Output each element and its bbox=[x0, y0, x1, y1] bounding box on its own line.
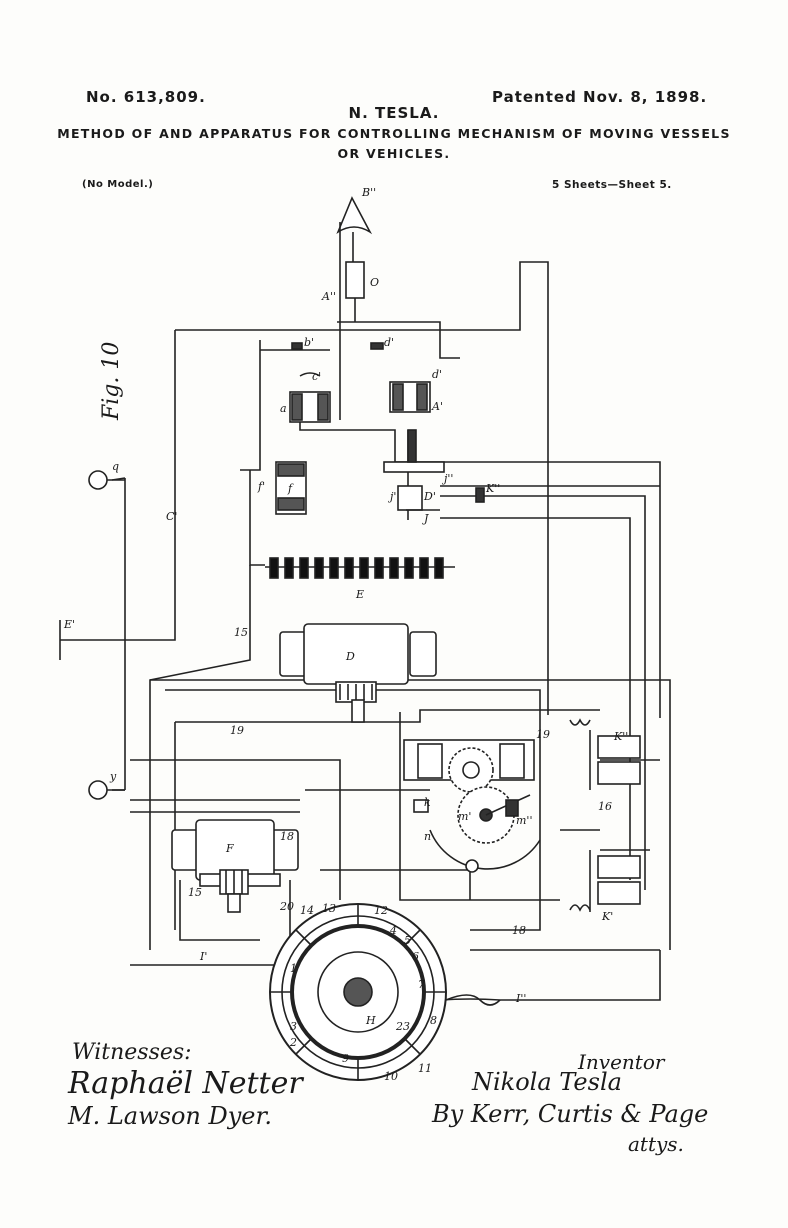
patent-date: Patented Nov. 8, 1898. bbox=[492, 88, 708, 106]
title-line-2: OR VEHICLES. bbox=[337, 146, 451, 161]
key-k2 bbox=[475, 487, 485, 503]
label-d: D bbox=[345, 650, 355, 663]
switch-j bbox=[383, 429, 445, 511]
label-9: 9 bbox=[342, 1052, 349, 1065]
label-e1: E' bbox=[63, 618, 75, 631]
label-k: k bbox=[424, 796, 431, 809]
label-3: 3 bbox=[290, 1020, 297, 1033]
label-11: 11 bbox=[418, 1062, 432, 1075]
label-12: 12 bbox=[374, 904, 388, 917]
label-a: a bbox=[280, 402, 287, 415]
label-18b: 18 bbox=[512, 924, 526, 937]
fig-label: Fig. 10 bbox=[99, 342, 124, 421]
label-m1: m' bbox=[458, 810, 471, 823]
label-2: 2 bbox=[289, 1036, 297, 1049]
label-1: 1 bbox=[290, 962, 297, 975]
witnesses-label: Witnesses: bbox=[72, 1040, 192, 1065]
label-k3: K'' bbox=[613, 730, 628, 743]
label-10: 10 bbox=[384, 1070, 398, 1083]
inventor-signature: Nikola Tesla bbox=[472, 1068, 622, 1096]
label-f: f bbox=[287, 482, 294, 495]
label-b2: B'' bbox=[361, 186, 376, 199]
label-k1: K' bbox=[601, 910, 613, 923]
label-4: 4 bbox=[389, 924, 397, 937]
motor-f bbox=[171, 819, 299, 913]
label-7: 7 bbox=[418, 978, 425, 991]
battery-e bbox=[265, 557, 455, 579]
label-i2: I'' bbox=[515, 992, 526, 1005]
label-16: 16 bbox=[598, 800, 612, 813]
relay-a1 bbox=[389, 381, 431, 413]
sheet-count: 5 Sheets—Sheet 5. bbox=[552, 179, 672, 191]
label-y: y bbox=[109, 770, 117, 783]
label-14: 14 bbox=[300, 904, 314, 917]
patent-number: No. 613,809. bbox=[86, 88, 206, 106]
antenna-terminal bbox=[336, 196, 373, 262]
label-18a: 18 bbox=[280, 830, 294, 843]
label-j: J bbox=[422, 512, 429, 525]
key-b1 bbox=[291, 342, 303, 350]
label-m2: m'' bbox=[516, 814, 532, 827]
label-d1b: d' bbox=[432, 368, 442, 381]
label-j2: j'' bbox=[441, 472, 453, 485]
inventor-name: N. TESLA. bbox=[348, 104, 440, 122]
relay-k2 bbox=[569, 718, 641, 790]
model-note: (No Model.) bbox=[82, 179, 154, 190]
relay-f bbox=[275, 461, 307, 515]
label-f1: f' bbox=[257, 480, 265, 493]
label-j1: j' bbox=[387, 490, 396, 503]
label-23: 23 bbox=[395, 1020, 410, 1033]
commutator-h bbox=[269, 903, 447, 1081]
witness-signature-2: M. Lawson Dyer. bbox=[68, 1102, 272, 1130]
attorneys-signature: By Kerr, Curtis & Page bbox=[432, 1100, 709, 1128]
key-c1 bbox=[370, 342, 384, 350]
label-15b: 15 bbox=[188, 886, 202, 899]
label-13: 13 bbox=[322, 902, 336, 915]
label-f-motor: F bbox=[225, 842, 234, 855]
lamp-q bbox=[88, 470, 125, 490]
title-line-1: METHOD OF AND APPARATUS FOR CONTROLLING … bbox=[57, 126, 731, 141]
label-q: q bbox=[112, 460, 119, 473]
lamp-y bbox=[88, 780, 125, 800]
label-8: 8 bbox=[430, 1014, 437, 1027]
motor-d bbox=[279, 623, 437, 723]
label-c1-wire: C' bbox=[166, 510, 177, 523]
relay-k1 bbox=[569, 850, 641, 912]
label-5: 5 bbox=[404, 934, 411, 947]
label-c1: c' bbox=[312, 370, 321, 383]
label-d1-switch: D' bbox=[423, 490, 436, 503]
inventor-label: Inventor bbox=[578, 1050, 665, 1074]
label-15: 15 bbox=[234, 626, 248, 639]
label-i1: I' bbox=[199, 950, 207, 963]
label-19b: 19 bbox=[536, 728, 550, 741]
attorneys-abbreviation: attys. bbox=[628, 1132, 684, 1156]
label-o: O bbox=[370, 276, 379, 289]
label-e: E bbox=[355, 588, 364, 601]
relay-a bbox=[289, 372, 331, 423]
label-d1: d' bbox=[384, 336, 394, 349]
witness-signature-1: Raphaël Netter bbox=[68, 1066, 303, 1101]
label-n: n bbox=[424, 830, 431, 843]
label-b1: b' bbox=[304, 336, 314, 349]
coherer-o bbox=[345, 261, 365, 299]
label-6: 6 bbox=[412, 950, 419, 963]
gear-motor bbox=[403, 739, 541, 873]
label-h: H bbox=[365, 1014, 376, 1027]
label-a2: A'' bbox=[321, 290, 336, 303]
label-19a: 19 bbox=[230, 724, 244, 737]
label-k2: K'' bbox=[485, 482, 500, 495]
label-20: 20 bbox=[279, 900, 294, 913]
label-a1: A' bbox=[431, 400, 443, 413]
